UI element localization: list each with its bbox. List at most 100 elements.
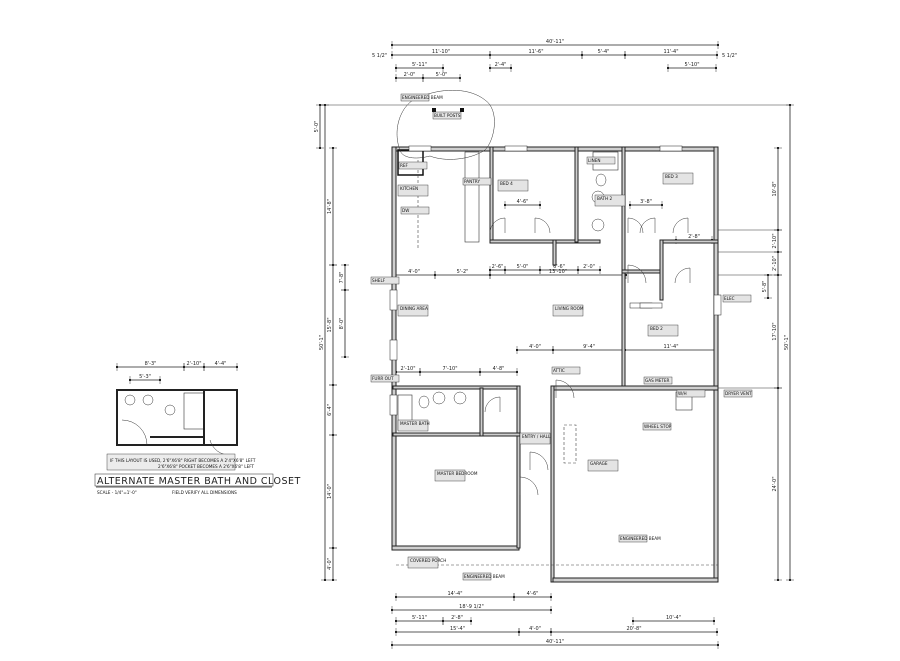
offset-label: 5 1/2" (372, 53, 387, 59)
room-label-text: BED 3 (665, 174, 678, 179)
dimension-node (767, 297, 769, 299)
walls (391, 146, 719, 583)
alternate-note: FIELD VERIFY ALL DIMENSIONS (172, 490, 237, 495)
window (639, 302, 663, 309)
dimension-label: 5'-11" (412, 62, 427, 68)
wall (479, 387, 484, 437)
alt-door-swing (121, 419, 148, 446)
note-box (722, 294, 752, 303)
dimension-node (344, 289, 346, 291)
dimension-node (470, 620, 472, 622)
dimension-node (442, 67, 444, 69)
door-swing (555, 379, 575, 399)
label-box (407, 556, 439, 569)
dimension-label: 14'-8" (327, 199, 333, 214)
dimension-label: 11'-4" (663, 49, 678, 55)
dimension-label: 11'-10" (432, 49, 450, 55)
sink-or-toilet (432, 391, 446, 405)
room-label: DINING AREA (397, 304, 429, 317)
wall (713, 146, 719, 583)
note-label: FURR OUT (372, 376, 394, 381)
wall (659, 239, 719, 244)
dimension-label: 13'-10" (549, 269, 567, 275)
wall (659, 239, 664, 301)
dimension-label: 5'-0" (436, 72, 448, 78)
label-box (552, 304, 584, 317)
plan-details (389, 90, 722, 496)
dimension-label: 24'-0" (772, 476, 778, 491)
dimension-label: 2'-10" (772, 233, 778, 248)
alt-note-box (106, 453, 236, 471)
wall (489, 239, 601, 244)
dimension-node (539, 204, 541, 206)
dimension-label: 5'-8" (762, 281, 768, 293)
note-box (551, 366, 581, 375)
room-label-text: BED 2 (650, 326, 663, 331)
note-box (618, 534, 648, 543)
dimension-label: 5'-0" (314, 121, 320, 133)
note-label: GAS METER (645, 378, 670, 383)
dimension-label: 5'-10" (684, 62, 699, 68)
dimension-label: 15'-4" (450, 626, 465, 632)
dimension-node (419, 371, 421, 373)
dimension-node (236, 366, 238, 368)
dimension-node (332, 384, 334, 386)
label-box (397, 419, 429, 432)
label-box (647, 324, 679, 337)
dimension-node (716, 631, 718, 633)
dimension-node (459, 77, 461, 79)
dimension-node (489, 67, 491, 69)
dimension-label: 2'-0" (583, 264, 595, 270)
dimension-node (539, 269, 541, 271)
alt-title-box (94, 473, 274, 487)
dimension-label: 4'-6" (517, 199, 529, 205)
dimension-node (344, 356, 346, 358)
dimension-label: 20'-8" (626, 626, 641, 632)
room-label-text: MASTER BATH (400, 421, 430, 426)
dimension-node (434, 274, 436, 276)
dimension-node (716, 54, 718, 56)
attic-access (563, 424, 577, 464)
wall (550, 385, 555, 583)
dimension-node (324, 104, 326, 106)
post (432, 108, 436, 112)
dimension-node (391, 609, 393, 611)
alternate-scale: SCALE - 1/4"=1'-0" (97, 490, 137, 495)
dimension-node (632, 620, 634, 622)
dimension-label: 50'-1" (784, 335, 790, 350)
dimension-node (159, 379, 161, 381)
note-box (676, 389, 706, 398)
dimension-node (629, 204, 631, 206)
note-label: ATTIC (553, 368, 565, 373)
window (389, 394, 398, 416)
alternate-title: ALTERNATE MASTER BATH AND CLOSET (97, 476, 301, 487)
dimension-label: 17'-10" (772, 322, 778, 340)
door-swing (534, 217, 551, 234)
dimension-label: 8'-3" (145, 361, 157, 367)
room-label: BED 3 (662, 172, 694, 185)
note-box (432, 111, 462, 120)
dimension-node (713, 620, 715, 622)
note-box (398, 161, 428, 170)
room-label: MASTER BEDROOM (434, 469, 478, 482)
dimension-label: 50'-1" (319, 335, 325, 350)
dimension-label: 2'-4" (495, 62, 507, 68)
room-label: BED 4 (497, 179, 529, 192)
note-box (400, 93, 430, 102)
note-label: WHEEL STOP (644, 424, 672, 429)
dimension-node (715, 67, 717, 69)
room-label: LIVING ROOM (552, 304, 584, 317)
dimension-node (203, 366, 205, 368)
dimension-node (550, 609, 552, 611)
room-label: BED 2 (647, 324, 679, 337)
dimension-node (395, 596, 397, 598)
dimension-node (550, 596, 552, 598)
dimension-label: 10'-8" (772, 181, 778, 196)
dimension-node (395, 631, 397, 633)
window (389, 289, 398, 311)
room-label: BATH 2 (594, 194, 626, 207)
dimension-label: 2'-8" (688, 234, 700, 240)
dimension-node (395, 77, 397, 79)
dimension-label: 2'-0" (404, 72, 416, 78)
